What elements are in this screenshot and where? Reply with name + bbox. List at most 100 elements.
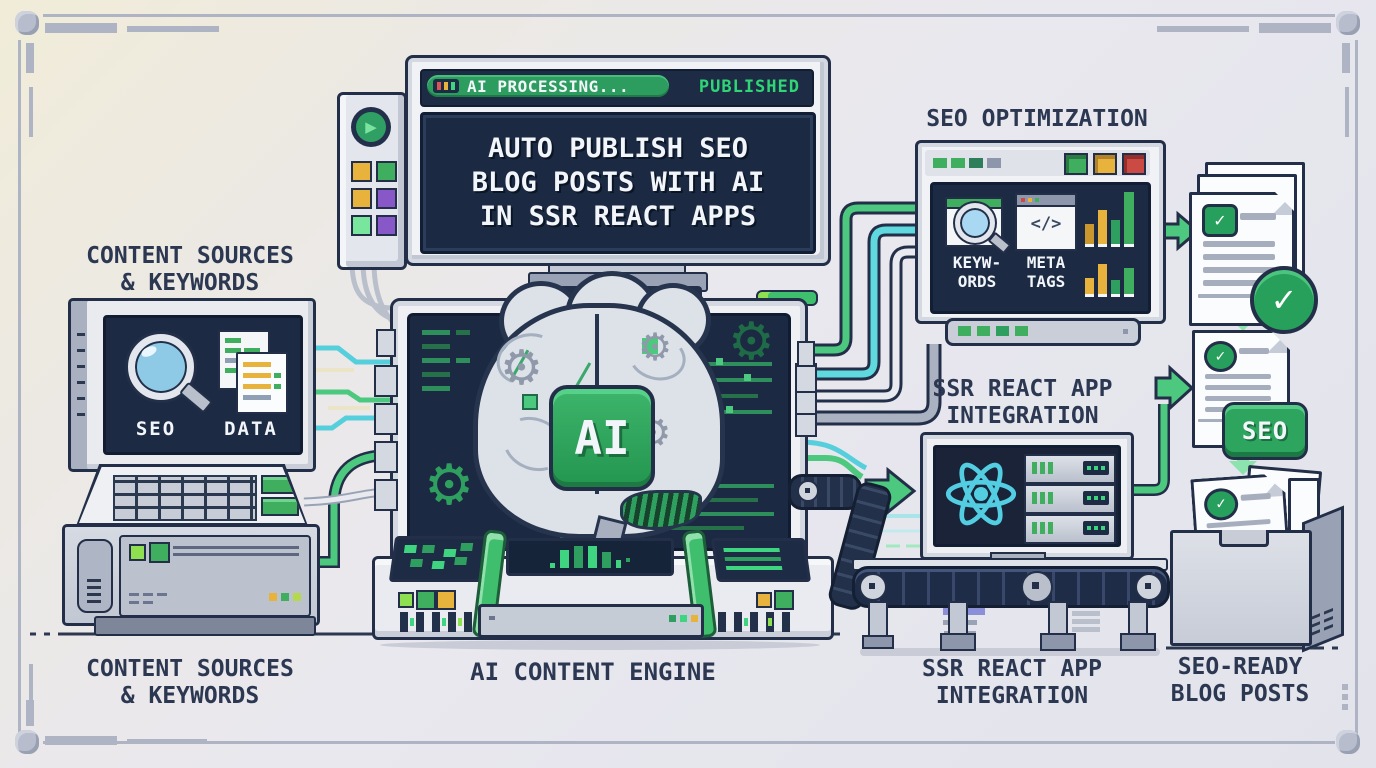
monitor-status-bar: AI PROCESSING... PUBLISHED	[420, 69, 814, 107]
doc-text-line	[1240, 213, 1276, 220]
server-rack	[1024, 454, 1116, 484]
remote-control-panel: ▶	[337, 92, 407, 270]
drawer-leds	[680, 615, 687, 622]
doc-text-line	[1239, 348, 1269, 354]
server-leds	[1087, 526, 1091, 530]
meta-tags-code-icon: </>	[1015, 193, 1077, 251]
eq-bar	[550, 563, 555, 568]
keywords-label-line: KEYW-	[952, 253, 1002, 272]
panel-leds	[269, 593, 277, 601]
check-icon: ✓	[1214, 348, 1227, 365]
conveyor-foot	[862, 635, 894, 649]
meta-tags-label-line: TAGS	[1026, 272, 1066, 291]
frame-bar	[26, 43, 34, 73]
panel-lines	[723, 548, 780, 552]
doc-text-lines	[1206, 519, 1270, 528]
red-light	[437, 82, 441, 90]
title-bar-dots	[933, 158, 947, 168]
header-line: INTEGRATION	[946, 403, 1099, 430]
seo-bar-chart-bottom	[1085, 257, 1141, 297]
data-label: DATA	[224, 418, 278, 440]
eq-dot	[626, 558, 630, 562]
conveyor-belt	[852, 566, 1170, 608]
frame-bar	[1342, 684, 1348, 690]
code-window-bar	[1017, 195, 1075, 207]
check-icon: ✓	[1214, 495, 1228, 513]
server-led-panel	[1083, 521, 1109, 535]
cerebellum-stripes	[620, 490, 702, 530]
seo-window-screen: </> KEYW- ORDS META TAGS	[930, 182, 1151, 314]
arrow-ssr-to-doc	[1154, 364, 1195, 412]
ai-brain: ⚙ ⚙ ⚙ AI	[473, 271, 725, 571]
doc-line	[243, 362, 271, 367]
terminal-monitor: SEO DATA	[68, 298, 316, 472]
code-icon: </>	[1030, 214, 1062, 234]
brain-circuit-chip	[522, 394, 538, 410]
meta-tags-label-line: META	[1026, 253, 1066, 272]
caption-line: AI CONTENT ENGINE	[470, 658, 716, 686]
keywords-label: KEYW- ORDS	[939, 253, 1015, 291]
server-slots	[1032, 462, 1037, 474]
seo-bar-chart-top	[1085, 192, 1141, 247]
code-window-dots	[1021, 198, 1025, 202]
server-led-panel	[1083, 491, 1109, 505]
magnifier-handle	[178, 381, 214, 414]
doc-text-line	[1241, 493, 1271, 501]
pillar-vents	[87, 579, 101, 582]
react-logo-icon	[945, 462, 1017, 526]
check-icon: ✓	[1270, 281, 1298, 319]
big-check-badge: ✓	[1250, 266, 1318, 334]
chart-bar	[1098, 210, 1107, 247]
vent-ticks	[744, 618, 748, 626]
seo-label: SEO	[135, 418, 177, 440]
terminal-vents	[77, 333, 85, 336]
monitor-screen: AUTO PUBLISH SEO BLOG POSTS WITH AI IN S…	[420, 112, 816, 254]
server-leds	[1087, 496, 1091, 500]
circuit-node	[716, 358, 723, 365]
content-sources-caption: CONTENT SOURCES & KEYWORDS	[58, 656, 322, 710]
chart-bar	[1111, 220, 1120, 247]
frame-bar	[45, 23, 117, 33]
drawer-dot	[489, 616, 495, 620]
caption-line: SEO-READY	[1177, 654, 1303, 680]
console-right-panel	[710, 538, 812, 582]
gear-icon: ⚙	[424, 453, 475, 518]
doc-check-chip: ✓	[1202, 204, 1238, 237]
box-front-face	[1170, 530, 1312, 646]
remote-button	[351, 161, 372, 182]
console-drawer	[478, 604, 704, 638]
chart-bar	[1111, 280, 1120, 297]
server-rack	[1024, 484, 1116, 514]
corner-ornament-top-left	[15, 11, 39, 35]
eq-bar	[616, 560, 621, 568]
gear-icon: ⚙	[728, 313, 775, 372]
console-vents	[718, 612, 798, 632]
caption-line: SSR REACT APP	[921, 656, 1102, 682]
conveyor-shadow	[860, 648, 1160, 656]
doc-line	[225, 338, 241, 343]
play-button: ▶	[351, 107, 391, 147]
chart-bar	[1085, 278, 1094, 297]
panel-pixels	[403, 545, 417, 553]
seo-optimization-window: </> KEYW- ORDS META TAGS	[915, 140, 1166, 324]
server-rack	[1024, 514, 1116, 544]
processing-progress-pill: AI PROCESSING...	[427, 75, 669, 97]
console-vents	[400, 612, 480, 632]
gear-hub	[1032, 582, 1039, 589]
window-button-red	[1122, 153, 1146, 175]
header-line: CONTENT SOURCES	[86, 243, 294, 269]
code-lines	[422, 330, 450, 335]
circuit-lines-bottom	[694, 484, 774, 488]
doc-text-lines	[1203, 241, 1275, 247]
remote-button	[351, 188, 372, 209]
gear-hub	[1145, 583, 1151, 589]
ssr-screen	[933, 445, 1121, 547]
corner-ornament-bottom-left	[15, 730, 39, 754]
play-icon: ▶	[365, 117, 377, 136]
blog-posts-box: ✓	[1160, 464, 1350, 653]
ssr-integration-header: SSR REACT APP INTEGRATION	[905, 376, 1140, 430]
processing-label: AI PROCESSING...	[467, 76, 630, 96]
caption-line: INTEGRATION	[935, 683, 1089, 710]
window-button-yellow	[1093, 153, 1117, 175]
